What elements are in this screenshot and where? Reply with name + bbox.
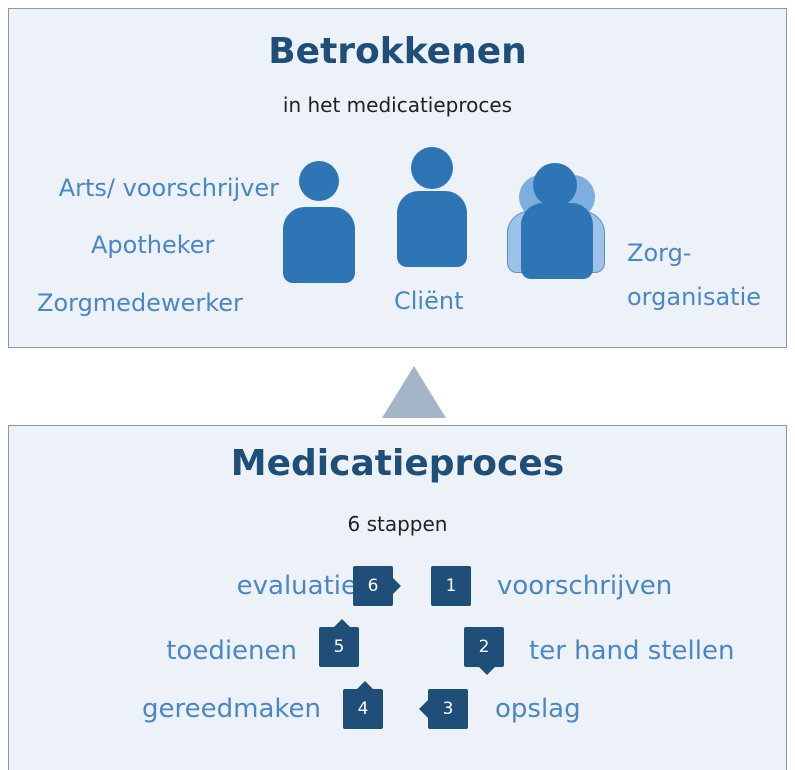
step-5-box: 5 <box>319 627 359 667</box>
step-5-number: 5 <box>333 637 345 657</box>
step-2-box: 2 <box>464 627 504 667</box>
medicatieproces-subtitle: 6 stappen <box>347 512 448 536</box>
step-2-label: ter hand stellen <box>529 636 735 666</box>
step-3-label: opslag <box>495 694 581 724</box>
group-icon <box>507 161 607 281</box>
step-2-number: 2 <box>478 637 490 657</box>
label-arts: Arts/ voorschrijver <box>58 174 279 202</box>
medicatieproces-title: Medicatieproces <box>230 443 565 484</box>
step-3-number: 3 <box>442 699 454 719</box>
step-2-pointer <box>479 667 495 675</box>
step-1-box: 1 <box>431 566 471 606</box>
step-4-box: 4 <box>343 689 383 729</box>
step-1-label: voorschrijven <box>497 571 673 601</box>
step-4-pointer <box>357 681 373 689</box>
step-6-box: 6 <box>353 566 393 606</box>
person-icon <box>281 161 356 283</box>
step-3-pointer <box>419 700 428 718</box>
step-5-pointer <box>334 619 350 627</box>
step-4-number: 4 <box>357 699 369 719</box>
medicatieproces-panel: Medicatieproces 6 stappen evaluatie 6 1 … <box>8 425 787 770</box>
label-zorg: Zorg- <box>627 239 692 267</box>
step-6-pointer <box>392 577 401 595</box>
step-6-number: 6 <box>367 576 379 596</box>
person-icon <box>394 147 467 269</box>
betrokkenen-panel: Betrokkenen in het medicatieproces Arts/… <box>8 8 787 348</box>
step-1-number: 1 <box>445 576 457 596</box>
label-apotheker: Apotheker <box>91 231 215 259</box>
step-6-label: evaluatie <box>236 571 357 601</box>
label-organisatie: organisatie <box>627 283 762 311</box>
label-client: Cliënt <box>394 287 464 315</box>
step-3-box: 3 <box>428 689 468 729</box>
up-arrow-icon <box>382 366 446 418</box>
label-zorgmedewerker: Zorgmedewerker <box>37 289 243 317</box>
step-5-label: toedienen <box>166 636 297 666</box>
betrokkenen-title: Betrokkenen <box>268 31 527 72</box>
betrokkenen-subtitle: in het medicatieproces <box>282 93 513 117</box>
step-4-label: gereedmaken <box>142 694 321 724</box>
